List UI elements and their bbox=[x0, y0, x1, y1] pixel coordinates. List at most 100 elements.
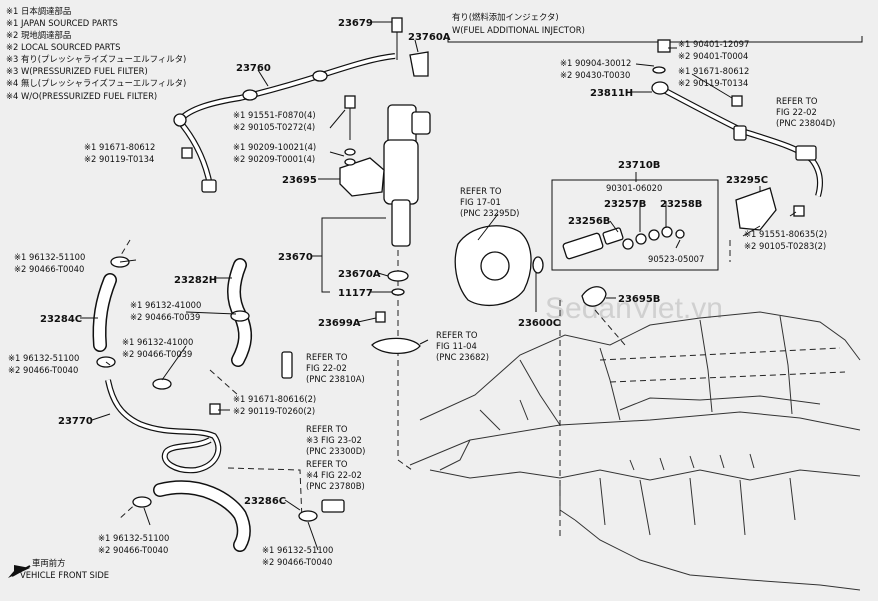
refer-to-notes: REFER TO FIG 17-01 (PNC 23295D) REFER TO… bbox=[306, 96, 835, 491]
injector-23670 bbox=[383, 104, 431, 296]
part-label: 23670 bbox=[278, 252, 313, 263]
part-label: ※2 90401-T0004 bbox=[678, 51, 748, 61]
part-label: ※2 90105-T0283(2) bbox=[744, 241, 826, 251]
refer-note: ※3 FIG 23-02 bbox=[306, 435, 362, 445]
clamp-23695B bbox=[581, 286, 607, 307]
part-label: 23695B bbox=[618, 294, 660, 305]
part-label: ※2 90466-T0039 bbox=[122, 349, 192, 359]
part-label: 23760A bbox=[408, 32, 451, 43]
part-label: ※2 90119-T0134 bbox=[678, 78, 748, 88]
refer-note: REFER TO bbox=[776, 96, 818, 106]
legend-line: ※3 W(PRESSURIZED FUEL FILTER) bbox=[6, 66, 148, 76]
bracket-23295C bbox=[735, 187, 777, 231]
legend-line: ※4 無し(プレッシャライズフューエルフィルタ) bbox=[6, 78, 186, 88]
part-number-labels: 23679 23760A 23760 23695 23670 23670A 11… bbox=[40, 18, 768, 507]
part-label: ※2 90466-T0040 bbox=[262, 557, 332, 567]
watermark: SedanViet.vn bbox=[545, 292, 723, 325]
part-label: ※2 90466-T0040 bbox=[14, 264, 84, 274]
part-label: ※1 96132-51100 bbox=[262, 545, 333, 555]
legend-line: ※4 W/O(PRESSURIZED FUEL FILTER) bbox=[6, 91, 157, 101]
part-label: ※2 90430-T0030 bbox=[560, 70, 630, 80]
refer-note: (PNC 23300D) bbox=[306, 446, 365, 456]
part-label: ※1 90401-12097 bbox=[678, 39, 749, 49]
part-label: 23295C bbox=[726, 175, 768, 186]
part-label: 11177 bbox=[338, 288, 373, 299]
part-label: ※2 90119-T0260(2) bbox=[233, 406, 315, 416]
part-label: ※1 91551-F0870(4) bbox=[233, 110, 316, 120]
part-label: 23811H bbox=[590, 88, 633, 99]
refer-note: REFER TO bbox=[306, 352, 348, 362]
fuel-pipe-23770 bbox=[105, 379, 222, 474]
arrow-shaft bbox=[11, 565, 31, 577]
bracket-23760A bbox=[409, 51, 429, 77]
part-label: 23600C bbox=[518, 318, 560, 329]
part-label: 90301-06020 bbox=[606, 183, 662, 193]
part-label: ※2 90466-T0040 bbox=[98, 545, 168, 555]
refer-note: FIG 17-01 bbox=[460, 197, 501, 207]
refer-note: FIG 22-02 bbox=[306, 363, 347, 373]
part-label: 23679 bbox=[338, 18, 373, 29]
part-label: 23286C bbox=[244, 496, 286, 507]
refer-note: ※4 FIG 22-02 bbox=[306, 470, 362, 480]
part-label: ※2 90119-T0134 bbox=[84, 154, 154, 164]
refer-note: REFER TO bbox=[460, 186, 502, 196]
part-label: 23670A bbox=[338, 269, 381, 280]
refer-note: (PNC 23810A) bbox=[306, 374, 365, 384]
fuel-pump bbox=[454, 225, 544, 307]
legend: ※1 日本調達部品 ※1 JAPAN SOURCED PARTS ※2 現地調達… bbox=[6, 6, 186, 101]
part-label: ※2 90466-T0039 bbox=[130, 312, 200, 322]
part-label: 23284C bbox=[40, 314, 82, 325]
part-label: 90523-05007 bbox=[648, 254, 704, 264]
legend-line: ※1 JAPAN SOURCED PARTS bbox=[6, 18, 118, 28]
part-label: 23760 bbox=[236, 63, 271, 74]
refer-note: (PNC 23804D) bbox=[776, 118, 835, 128]
part-label: ※1 91671-80616(2) bbox=[233, 394, 316, 404]
part-label: ※1 96132-41000 bbox=[130, 300, 201, 310]
legend-line: ※2 LOCAL SOURCED PARTS bbox=[6, 42, 120, 52]
injector-header-en: W(FUEL ADDITIONAL INJECTOR) bbox=[452, 25, 585, 35]
refer-note: FIG 11-04 bbox=[436, 341, 477, 351]
part-label: ※1 96132-51100 bbox=[14, 252, 85, 262]
refer-note: REFER TO bbox=[436, 330, 478, 340]
part-label: ※1 96132-41000 bbox=[122, 337, 193, 347]
additional-injector-23710B bbox=[562, 226, 685, 260]
part-label: 23695 bbox=[282, 175, 317, 186]
part-label: ※2 90209-T0001(4) bbox=[233, 154, 315, 164]
fuel-pipe-23760 bbox=[173, 53, 396, 193]
part-label: 23258B bbox=[660, 199, 702, 210]
part-label: ※1 96132-51100 bbox=[8, 353, 79, 363]
part-label: 23710B bbox=[618, 160, 660, 171]
bolts bbox=[181, 17, 805, 415]
part-label: ※1 96132-51100 bbox=[98, 533, 169, 543]
flange-23699A bbox=[371, 337, 421, 355]
injector-header-bracket bbox=[447, 36, 863, 43]
legend-line: ※1 日本調達部品 bbox=[6, 6, 71, 16]
part-label: 23257B bbox=[604, 199, 646, 210]
vehicle-front-jp: 車両前方 bbox=[32, 558, 66, 568]
part-label: ※1 90904-30012 bbox=[560, 58, 631, 68]
legend-line: ※2 現地調達部品 bbox=[6, 30, 71, 40]
refer-note: REFER TO bbox=[306, 424, 348, 434]
refer-note: (PNC 23780B) bbox=[306, 481, 365, 491]
part-label: ※1 91671-80612 bbox=[678, 66, 749, 76]
refer-note: REFER TO bbox=[306, 459, 348, 469]
clamp-23695 bbox=[339, 157, 385, 197]
part-label: 23256B bbox=[568, 216, 610, 227]
fuel-pipe-23811H bbox=[651, 66, 823, 197]
part-label: ※2 90105-T0272(4) bbox=[233, 122, 315, 132]
legend-line: ※3 有り(プレッシャライズフューエルフィルタ) bbox=[6, 54, 186, 64]
part-label: ※1 91671-80612 bbox=[84, 142, 155, 152]
refer-note: (PNC 23682) bbox=[436, 352, 489, 362]
part-label: ※1 90209-10021(4) bbox=[233, 142, 316, 152]
hose-clips bbox=[96, 256, 318, 522]
assembly-box-23710B bbox=[551, 179, 719, 271]
refer-note: FIG 22-02 bbox=[776, 107, 817, 117]
injector-header-jp: 有り(燃料添加インジェクタ) bbox=[452, 12, 559, 22]
sourced-part-labels: ※1 91551-F0870(4) ※2 90105-T0272(4) ※1 9… bbox=[8, 39, 827, 567]
refer-note: (PNC 23295D) bbox=[460, 208, 519, 218]
part-label: 23699A bbox=[318, 318, 361, 329]
vehicle-front-en: VEHICLE FRONT SIDE bbox=[20, 570, 109, 580]
part-label: 23282H bbox=[174, 275, 217, 286]
part-label: ※1 91551-80635(2) bbox=[744, 229, 827, 239]
